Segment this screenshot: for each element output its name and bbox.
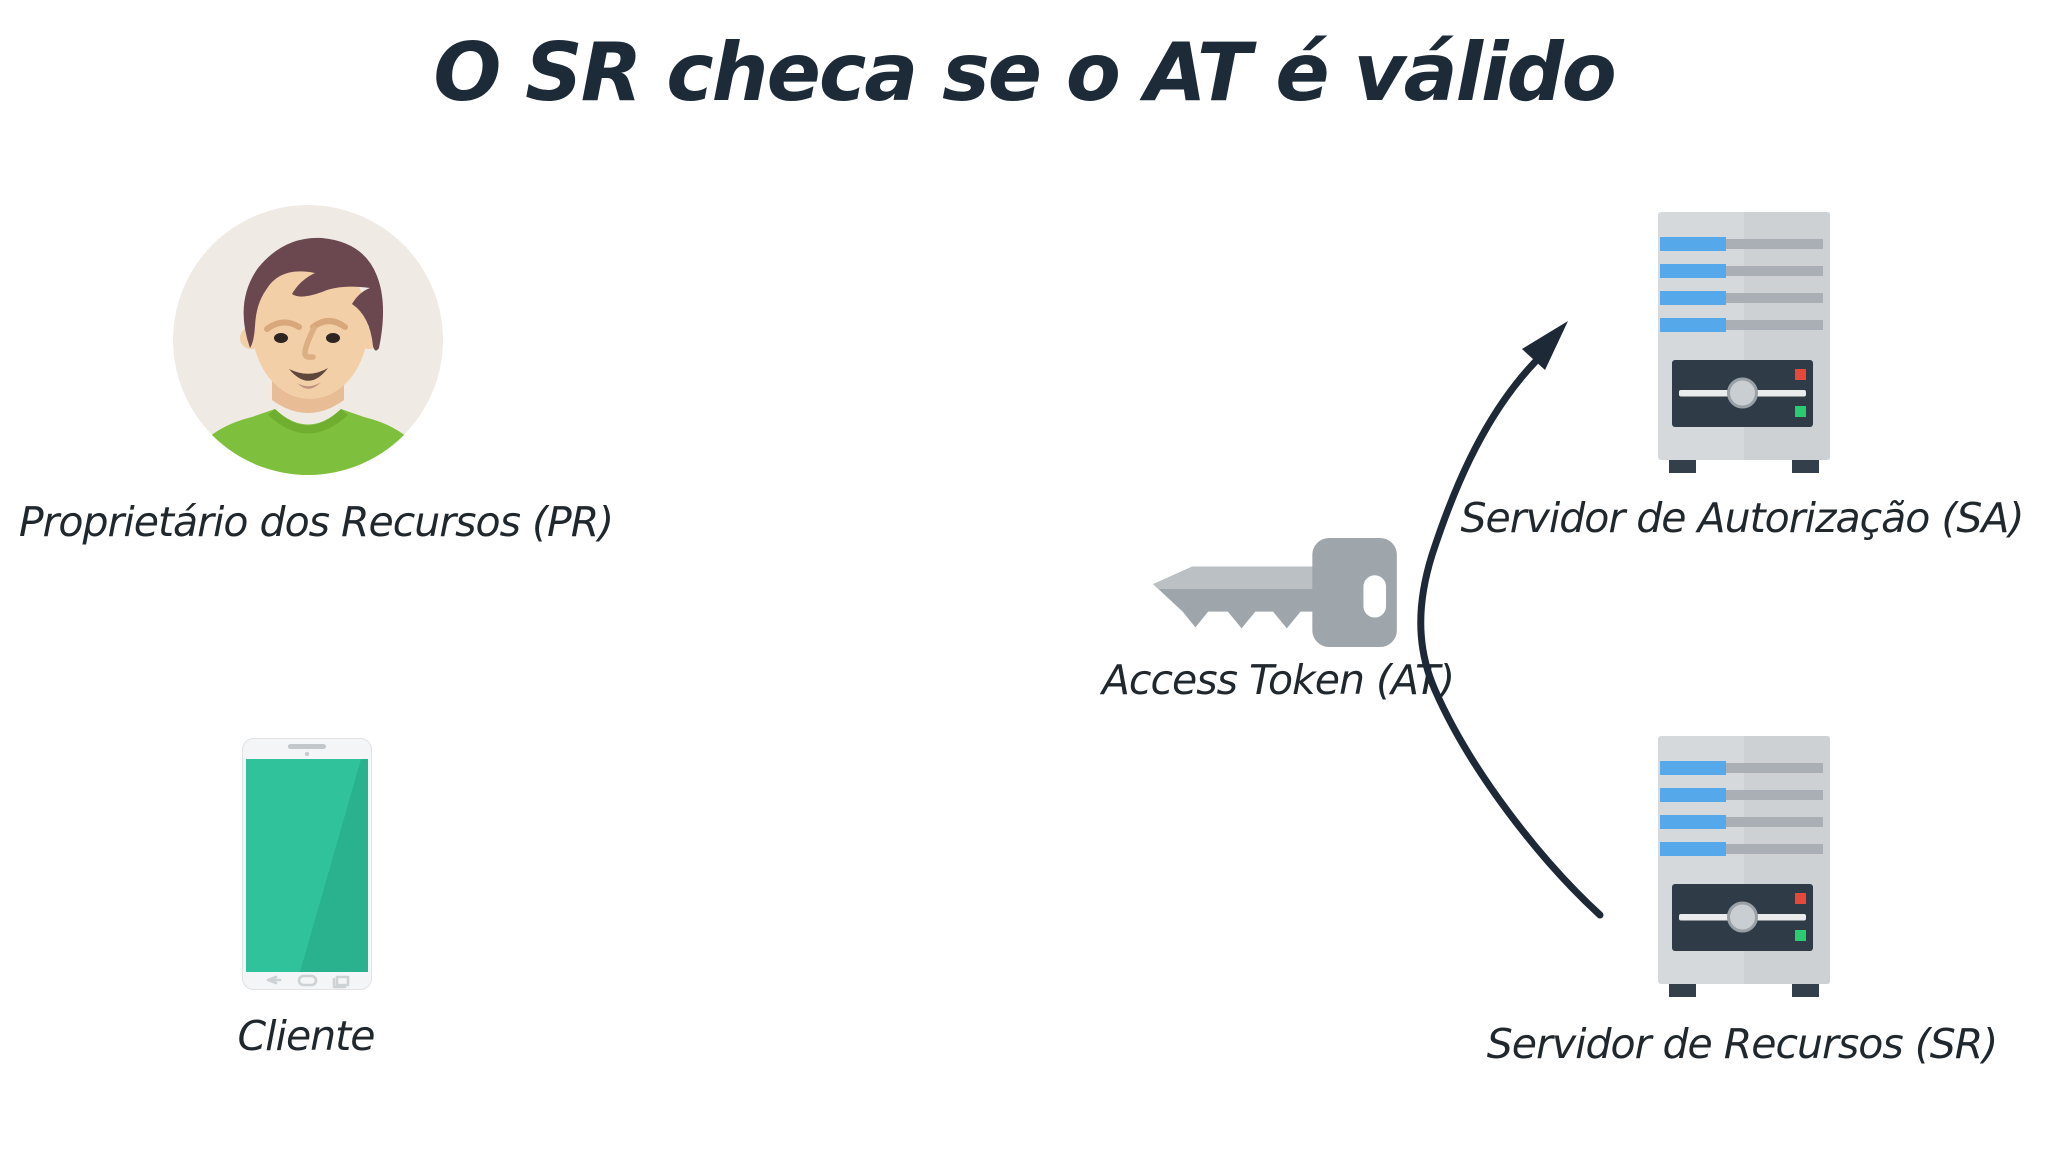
- smartphone-icon: [242, 738, 372, 990]
- client-label: Cliente: [237, 1012, 376, 1060]
- resource-server-label: Servidor de Recursos (SR): [1486, 1020, 1998, 1068]
- auth-server-label: Servidor de Autorização (SA): [1460, 494, 2025, 542]
- person-avatar-icon: [172, 204, 444, 476]
- resource-owner-label: Proprietário dos Recursos (PR): [18, 498, 614, 546]
- resource-server-icon: [1655, 736, 1833, 998]
- access-token-label: Access Token (AT): [1101, 656, 1455, 704]
- diagram-title: O SR checa se o AT é válido: [433, 26, 1616, 119]
- auth-server-icon: [1655, 212, 1833, 474]
- key-icon: [1150, 536, 1400, 649]
